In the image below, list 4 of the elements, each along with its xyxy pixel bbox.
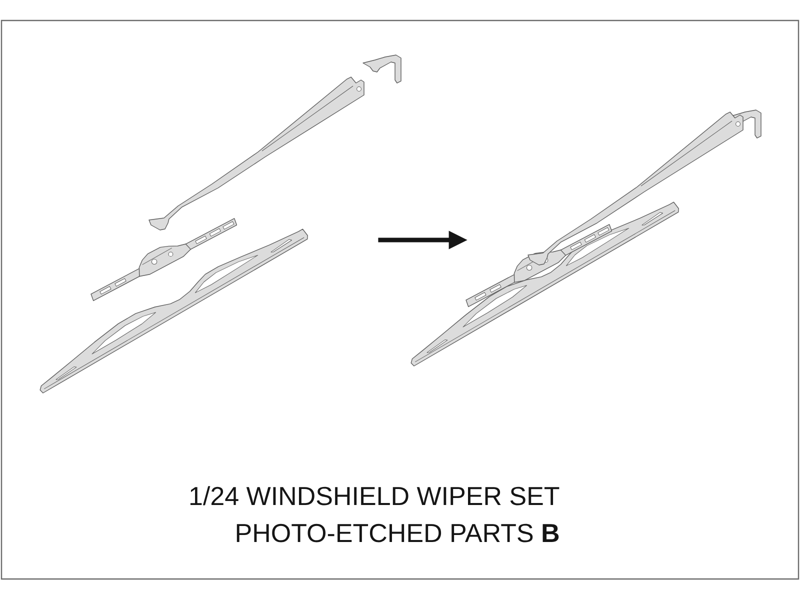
heading-text: 1/24 WINDSHIELD WIPER SET (190, 486, 560, 506)
subheading-text: PHOTO-ETCHED PARTS B (236, 524, 559, 542)
assembled-wiper-drawing (410, 110, 762, 366)
wiper-parts-drawing (40, 54, 402, 394)
